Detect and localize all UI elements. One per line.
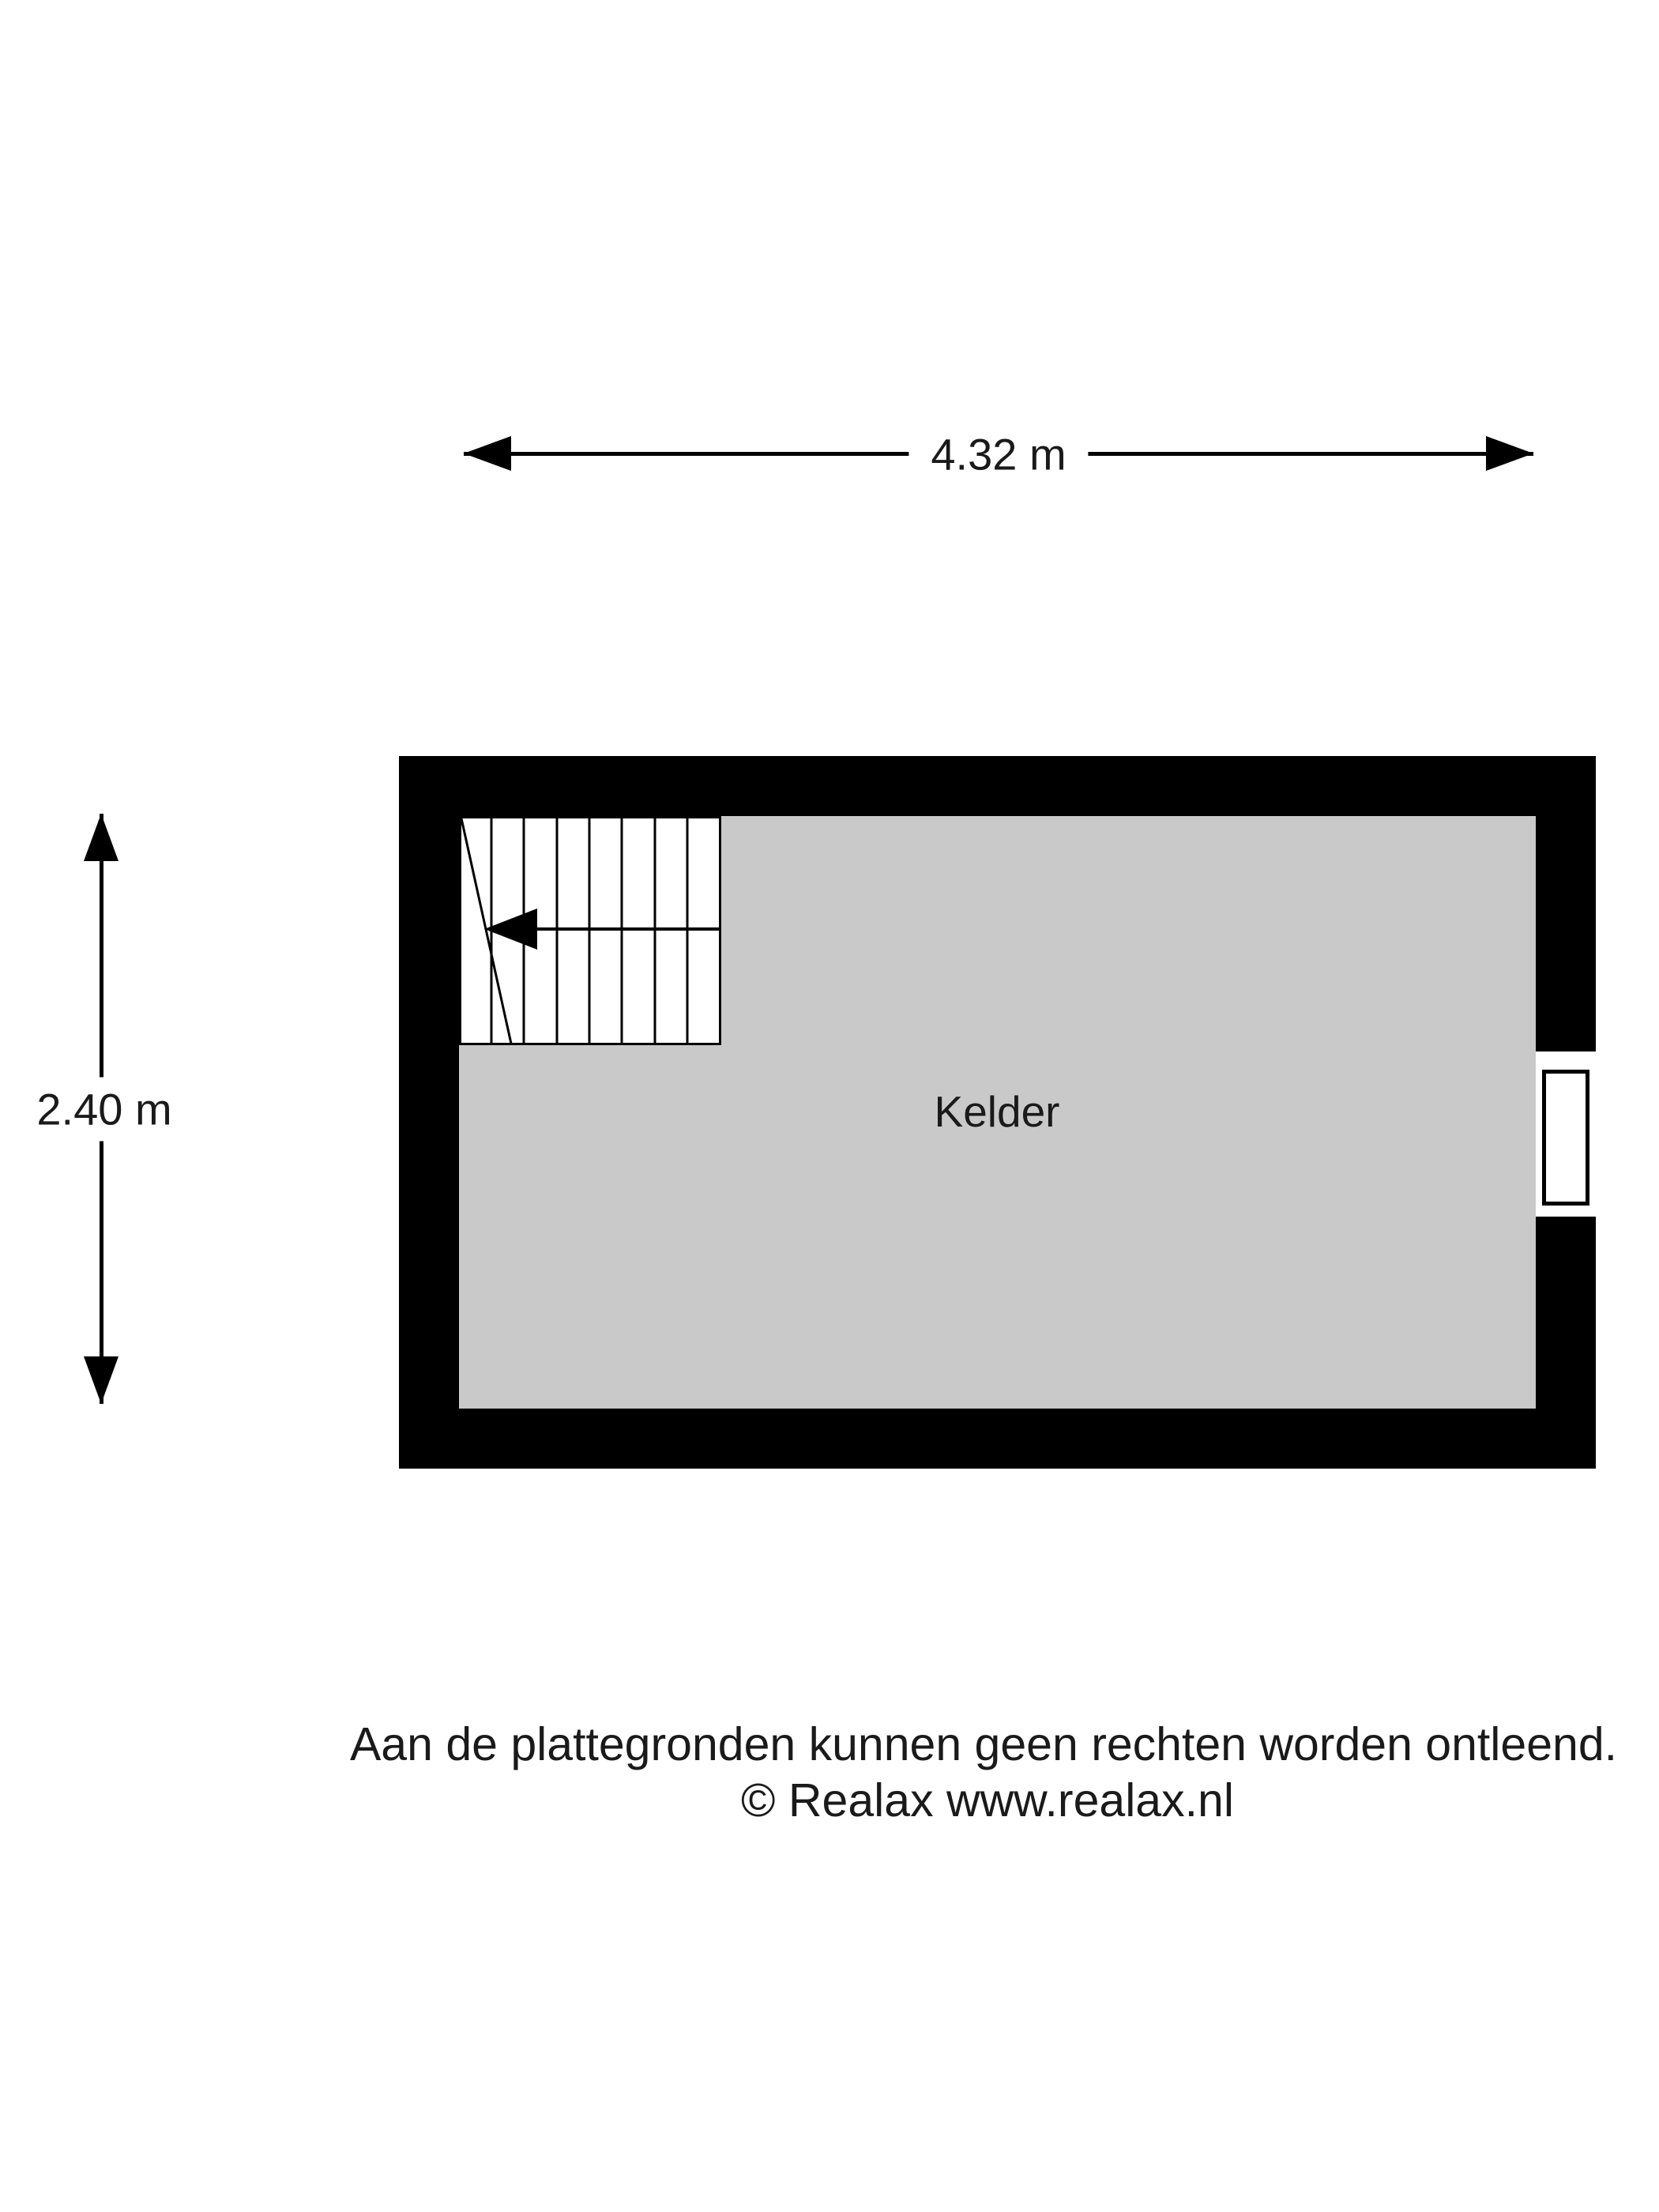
- height-dimension-arrow-up-icon: [84, 814, 118, 861]
- height-dimension-arrow-down-icon: [84, 1356, 118, 1404]
- copyright-text: © Realax www.realax.nl: [741, 1774, 1234, 1826]
- width-dimension-arrow-left-icon: [464, 436, 511, 471]
- disclaimer-text: Aan de plattegronden kunnen geen rechten…: [349, 1718, 1618, 1770]
- staircase-direction-arrow-icon: [484, 908, 537, 950]
- width-dimension-arrow-right-icon: [1486, 436, 1533, 471]
- room-label: Kelder: [934, 1087, 1060, 1136]
- staircase: [459, 816, 721, 1045]
- window-icon: [1542, 1070, 1589, 1206]
- height-dimension-label: 2.40 m: [28, 1077, 180, 1142]
- staircase-break-line: [460, 818, 513, 1044]
- width-dimension-label: 4.32 m: [908, 423, 1089, 485]
